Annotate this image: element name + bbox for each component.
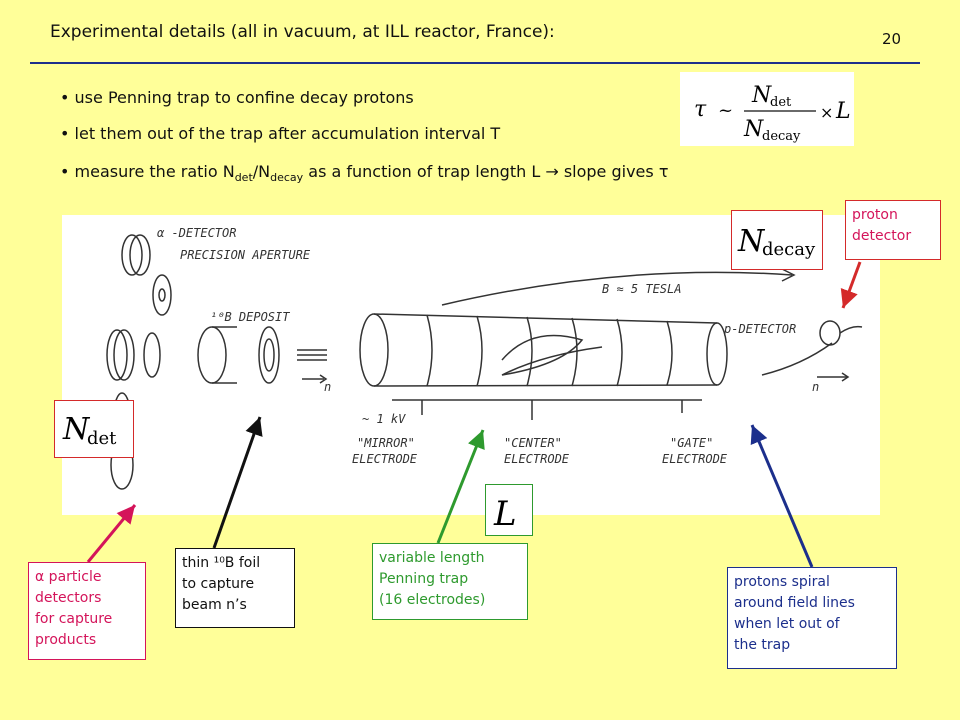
bullet-dot: • (60, 88, 70, 107)
apparatus-drawing: α -DETECTOR PRECISION APERTURE ¹⁰B DEPOS… (106, 226, 863, 490)
bullet-3: • measure the ratio Ndet/Ndecay as a fun… (60, 162, 668, 184)
alpha-detector-disc (121, 234, 143, 276)
proton-spiral-callout: protons spiral around field lines when l… (727, 567, 897, 669)
callout-line: for capture (35, 611, 113, 627)
bullet-2-text: let them out of the trap after accumulat… (74, 124, 501, 143)
proton-spiral (501, 334, 603, 376)
n-decay-label-box: N decay (731, 210, 823, 270)
bullet-3-sub-decay: decay (270, 171, 304, 185)
callout-line: variable length (379, 550, 485, 566)
bullet-1-text: use Penning trap to confine decay proton… (74, 88, 414, 107)
center-text-2: ELECTRODE (504, 452, 570, 466)
callout-line: detectors (35, 590, 102, 606)
page-number: 20 (882, 30, 902, 48)
foil-arrow (212, 416, 263, 549)
callout-line: beam n’s (182, 597, 247, 613)
spiral-arrow (750, 424, 814, 568)
ring-1 (106, 329, 128, 381)
voltage-text: ~ 1 kV (362, 412, 406, 426)
b-deposit-text: ¹⁰B DEPOSIT (210, 310, 290, 324)
title-underline (30, 62, 920, 64)
callout-line: α particle (35, 569, 102, 585)
slide-title: Experimental details (all in vacuum, at … (50, 22, 555, 42)
formula-sim: ~ (718, 100, 733, 121)
formula-num-sub: det (770, 95, 792, 110)
bullet-3-sub-det: det (234, 171, 253, 185)
bullet-3-mid: /N (252, 162, 271, 181)
callout-line: around field lines (734, 595, 855, 611)
gate-text-2: ELECTRODE (662, 452, 728, 466)
bullet-3-post: as a function of trap length L → slope g… (303, 162, 669, 181)
n-decay-sub: decay (762, 239, 816, 260)
callout-line: protons spiral (734, 574, 830, 590)
callout-line: proton (852, 207, 898, 223)
n-det-sub: det (87, 428, 117, 449)
boron-foil-callout: thin ¹⁰B foil to capture beam n’s (175, 548, 295, 628)
callout-line: thin ¹⁰B foil (182, 555, 261, 571)
n-det-label-box: N det (54, 400, 134, 458)
bullet-dot: • (60, 162, 70, 181)
callout-line: the trap (734, 637, 791, 653)
formula-den-n: N (743, 117, 764, 142)
neutron-in-label: n (324, 380, 331, 394)
boron-deposit-disc (258, 326, 280, 384)
ratio-formula: τ ~ N det N decay × L (680, 72, 854, 146)
formula-l: L (835, 99, 851, 124)
field-strength-text: B ≈ 5 TESLA (602, 282, 681, 296)
l-label: L (493, 494, 517, 534)
callout-line: detector (852, 228, 912, 244)
callout-line: to capture (182, 576, 255, 592)
n-det-n: N (62, 412, 91, 447)
n-decay-n: N (737, 224, 766, 259)
callout-line: (16 electrodes) (379, 592, 486, 608)
proton-detector-callout: proton detector (845, 200, 941, 260)
p-detector-text: p-DETECTOR (723, 322, 796, 336)
trap-arrow (436, 429, 485, 544)
neutron-out-label: n (812, 380, 819, 394)
callout-line: Penning trap (379, 571, 469, 587)
mirror-text-2: ELECTRODE (352, 452, 418, 466)
callout-line: products (35, 632, 97, 648)
mirror-text-1: "MIRROR" (357, 436, 415, 450)
center-text-1: "CENTER" (504, 436, 562, 450)
bullet-2: • let them out of the trap after accumul… (60, 124, 500, 143)
l-label-box: L (485, 484, 533, 536)
callout-line: when let out of (734, 616, 840, 632)
apparatus-lines (106, 234, 863, 490)
bullet-dot: • (60, 124, 70, 143)
formula-tau: τ (694, 97, 707, 122)
formula-den-sub: decay (762, 129, 801, 144)
alpha-detectors-callout: α particle detectors for capture product… (28, 562, 146, 660)
bullet-3-pre: measure the ratio N (74, 162, 235, 181)
ring-2 (143, 332, 161, 378)
precision-aperture-disc (152, 274, 172, 316)
alpha-detector-text: α -DETECTOR (157, 226, 236, 240)
bullet-1: • use Penning trap to confine decay prot… (60, 88, 414, 107)
penning-trap-callout: variable length Penning trap (16 electro… (372, 543, 528, 620)
gate-text-1: "GATE" (670, 436, 713, 450)
alpha-detector-arrow (86, 504, 137, 563)
formula-num-n: N (751, 83, 772, 108)
formula-times: × (820, 103, 833, 122)
field-arrow (441, 271, 793, 306)
proton-detector-arrow (840, 261, 862, 309)
precision-aperture-text: PRECISION APERTURE (180, 248, 311, 262)
